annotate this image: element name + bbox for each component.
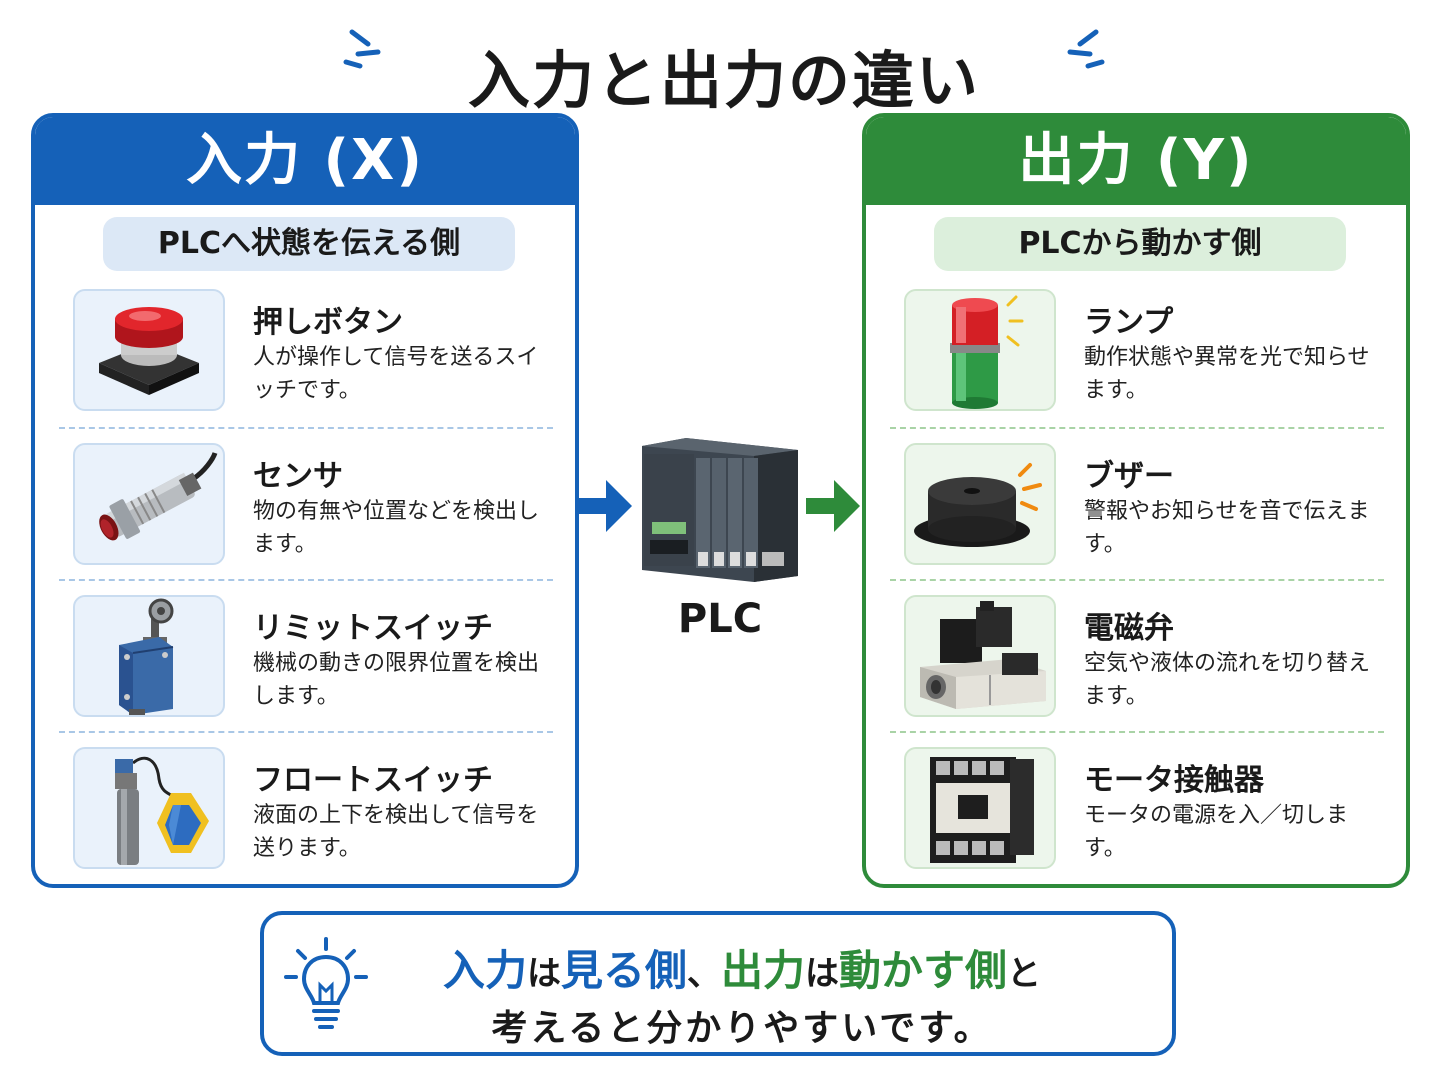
item-name: ランプ: [1084, 305, 1174, 340]
input-subtitle: PLCへ状態を伝える側: [103, 217, 515, 271]
input-item-limit-switch: リミットスイッチ 機械の動きの限界位置を検出します。: [69, 595, 549, 725]
output-item-solenoid-valve: 電磁弁 空気や液体の流れを切り替えます。: [900, 595, 1380, 725]
item-name: 電磁弁: [1084, 611, 1174, 646]
input-panel: 入力 (X) PLCへ状態を伝える側 押しボタン 人が操作して信号を送るスイッチ…: [31, 113, 579, 888]
arrow-right-green-icon: [806, 480, 860, 532]
divider: [890, 731, 1384, 733]
item-desc: 人が操作して信号を送るスイッチです。: [253, 345, 539, 403]
light-bulb-icon: [284, 937, 368, 1029]
plc-label: PLC: [677, 596, 763, 642]
summary-line-2: 考えると分かりやすいです。: [491, 1008, 993, 1049]
output-panel: 出力 (Y) PLCから動かす側 ランプ 動作状態や異常を光で知らせます。: [862, 113, 1410, 888]
divider: [59, 579, 553, 581]
item-name: モータ接触器: [1084, 763, 1264, 798]
sparkle-left-icon: [343, 29, 381, 69]
float-switch-thumb: [73, 747, 225, 869]
summary-line-1: 入力は見る側、出力は動かす側と: [264, 937, 1180, 998]
item-desc: 動作状態や異常を光で知らせます。: [1084, 345, 1370, 403]
input-item-float-switch: フロートスイッチ 液面の上下を検出して信号を送ります。: [69, 747, 549, 877]
solenoid-valve-icon: [920, 601, 1046, 709]
push-button-thumb: [73, 289, 225, 411]
proximity-sensor-icon: [99, 452, 218, 541]
summary-box: 入力は見る側、出力は動かす側と 考えると分かりやすいです。: [260, 911, 1176, 1056]
item-name: リミットスイッチ: [253, 611, 493, 646]
float-switch-icon: [115, 756, 209, 865]
divider: [59, 731, 553, 733]
solenoid-valve-thumb: [904, 595, 1056, 717]
input-item-sensor: センサ 物の有無や位置などを検出します。: [69, 443, 549, 573]
item-name: ブザー: [1084, 459, 1174, 494]
sensor-thumb: [73, 443, 225, 565]
input-item-push-button: 押しボタン 人が操作して信号を送るスイッチです。: [69, 289, 549, 419]
output-subtitle: PLCから動かす側: [934, 217, 1346, 271]
item-desc: 空気や液体の流れを切り替えます。: [1084, 651, 1371, 709]
page-title: 入力と出力の違い: [467, 44, 980, 117]
item-desc: 液面の上下を検出して信号を送ります。: [253, 803, 539, 861]
plc-unit-icon: [642, 438, 798, 582]
summary-output-word: 出力: [721, 946, 806, 995]
limit-switch-thumb: [73, 595, 225, 717]
contactor-thumb: [904, 747, 1056, 869]
summary-input-role: 見る側: [560, 946, 687, 995]
item-name: 押しボタン: [253, 305, 403, 340]
divider: [59, 427, 553, 429]
summary-comma: 、: [687, 954, 721, 994]
summary-particle: は: [805, 954, 840, 994]
output-item-lamp: ランプ 動作状態や異常を光で知らせます。: [900, 289, 1380, 419]
sparkle-right-icon: [1067, 29, 1105, 69]
item-desc: モータの電源を入／切します。: [1084, 803, 1349, 861]
item-name: フロートスイッチ: [253, 763, 493, 798]
summary-particle: は: [526, 954, 561, 994]
item-name: センサ: [253, 459, 343, 494]
item-desc: 警報やお知らせを音で伝えます。: [1084, 499, 1370, 557]
limit-switch-icon: [119, 598, 174, 715]
summary-input-word: 入力: [442, 946, 527, 995]
summary-output-role: 動かす側: [839, 946, 1008, 995]
output-item-buzzer: ブザー 警報やお知らせを音で伝えます。: [900, 443, 1380, 573]
buzzer-icon: [914, 463, 1042, 547]
output-header: 出力 (Y): [866, 117, 1406, 205]
item-desc: 機械の動きの限界位置を検出します。: [253, 651, 540, 709]
lamp-thumb: [904, 289, 1056, 411]
title-row: 入力と出力の違い: [0, 22, 1448, 117]
item-desc: 物の有無や位置などを検出します。: [253, 499, 540, 557]
contactor-icon: [930, 757, 1034, 863]
arrow-right-blue-icon: [578, 480, 632, 532]
output-item-contactor: モータ接触器 モータの電源を入／切します。: [900, 747, 1380, 877]
input-header: 入力 (X): [35, 117, 575, 205]
summary-particle: と: [1007, 954, 1042, 994]
push-button-icon: [99, 307, 199, 395]
signal-lamp-icon: [950, 295, 1024, 409]
divider: [890, 579, 1384, 581]
buzzer-thumb: [904, 443, 1056, 565]
divider: [890, 427, 1384, 429]
